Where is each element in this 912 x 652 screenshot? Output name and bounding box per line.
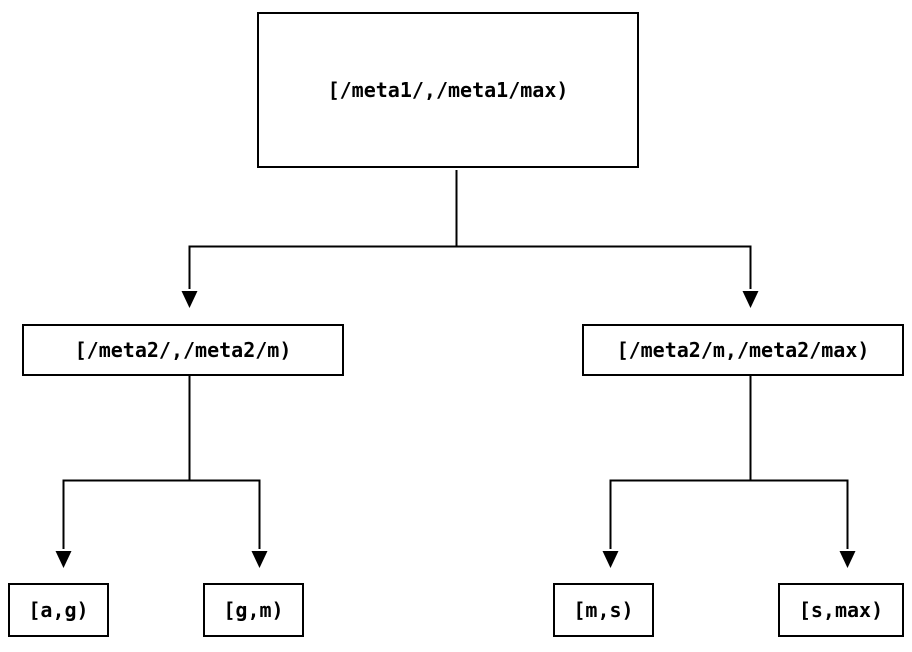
arrowhead-leaf-ag bbox=[55, 551, 72, 568]
node-root-label: [/meta1/,/meta1/max) bbox=[327, 78, 569, 102]
node-leaf-ag-label: [a,g) bbox=[28, 598, 89, 622]
arrowhead-leaf-ms bbox=[602, 551, 619, 568]
node-child-left-label: [/meta2/,/meta2/m) bbox=[74, 338, 292, 362]
arrowhead-leaf-smax bbox=[839, 551, 856, 568]
arrowhead-leaf-gm bbox=[251, 551, 268, 568]
node-leaf-ag: [a,g) bbox=[8, 583, 109, 637]
node-leaf-gm: [g,m) bbox=[203, 583, 304, 637]
node-root: [/meta1/,/meta1/max) bbox=[257, 12, 639, 168]
node-child-right-label: [/meta2/m,/meta2/max) bbox=[616, 338, 870, 362]
arrowhead-left-child bbox=[181, 291, 198, 308]
node-child-right: [/meta2/m,/meta2/max) bbox=[582, 324, 904, 376]
arrowhead-right-child bbox=[742, 291, 759, 308]
node-leaf-smax: [s,max) bbox=[778, 583, 904, 637]
node-leaf-ms: [m,s) bbox=[553, 583, 654, 637]
node-leaf-ms-label: [m,s) bbox=[573, 598, 634, 622]
node-child-left: [/meta2/,/meta2/m) bbox=[22, 324, 344, 376]
node-leaf-gm-label: [g,m) bbox=[223, 598, 284, 622]
node-leaf-smax-label: [s,max) bbox=[798, 598, 884, 622]
